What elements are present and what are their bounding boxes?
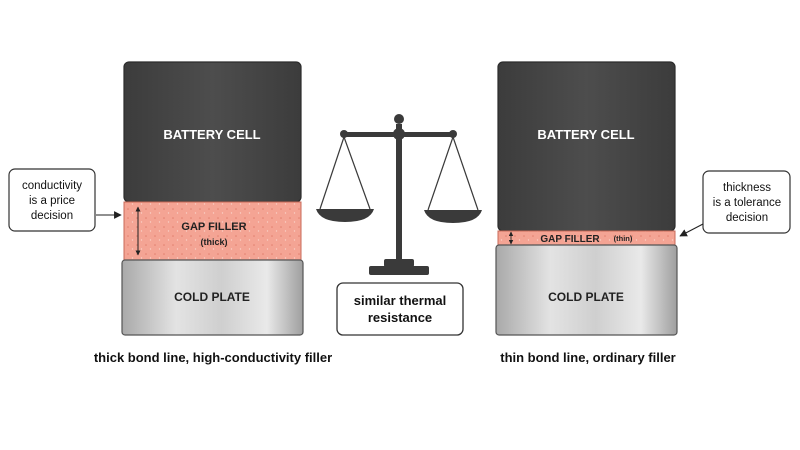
left-cold-plate [121,259,304,336]
right-callout-line-2: is a tolerance [713,197,781,209]
center-result-box: similar thermal resistance [336,282,464,336]
left-gap-filler-sub: (thick) [201,237,228,247]
right-gap-filler-label: GAP FILLER [540,234,600,245]
balance-scale-icon [316,114,482,275]
right-callout-arrow [679,223,704,237]
left-callout-line-2: is a price [29,195,75,207]
right-callout-line-1: thickness [723,182,771,194]
right-callout-line-3: decision [726,212,768,224]
left-gap-filler [123,201,302,261]
right-caption: thin bond line, ordinary filler [500,350,676,365]
right-stack: BATTERY CELL GAP FILLER (thin) COLD PLAT… [495,61,678,365]
right-cold-plate [495,244,678,336]
right-callout-box [702,170,791,234]
right-callout: thickness is a tolerance decision [679,170,791,237]
right-gap-filler-sub: (thin) [614,234,633,243]
left-gap-filler-label: GAP FILLER [181,221,246,233]
left-callout-line-1: conductivity [22,180,82,192]
left-cold-plate-label: COLD PLATE [174,290,250,304]
right-cold-plate-label: COLD PLATE [548,290,624,304]
left-caption: thick bond line, high-conductivity fille… [94,350,332,365]
left-callout: conductivity is a price decision [8,168,122,232]
right-battery-cell [497,61,676,232]
left-stack: BATTERY CELL GAP FILLER (thick) COLD PLA… [94,61,332,365]
right-battery-cell-label: BATTERY CELL [537,127,634,142]
left-callout-box [8,168,96,232]
left-battery-cell-label: BATTERY CELL [163,127,260,142]
left-callout-line-3: decision [31,210,73,222]
center-result-line-1: similar thermal [354,293,447,308]
center-result-line-2: resistance [368,310,432,325]
